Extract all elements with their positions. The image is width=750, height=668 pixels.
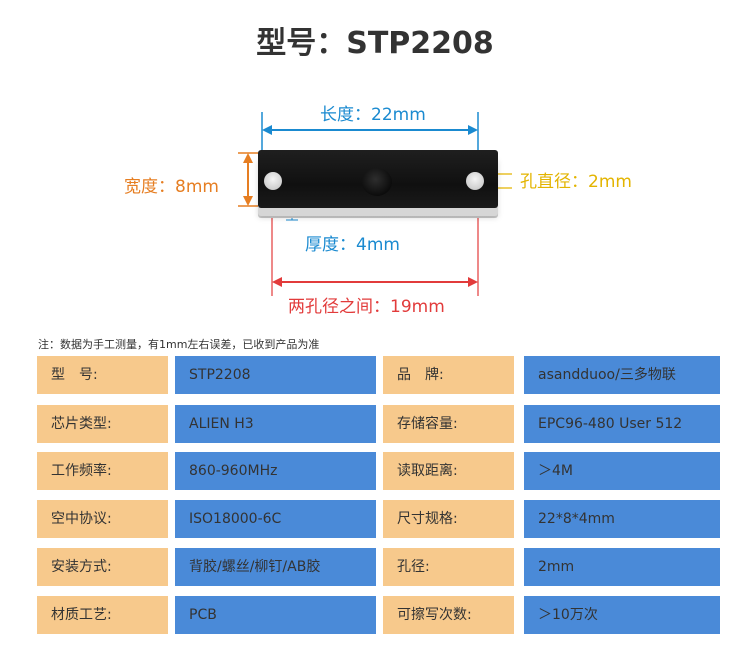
spec-value: PCB <box>175 596 376 634</box>
spec-key: 安装方式: <box>37 548 168 586</box>
mounting-hole-left <box>264 172 282 190</box>
hole-spacing-label: 两孔径之间：19mm <box>288 297 445 317</box>
spec-key: 工作频率: <box>37 452 168 490</box>
spec-value: STP2208 <box>175 356 376 394</box>
spec-key: 型 号: <box>37 356 168 394</box>
spec-key: 材质工艺: <box>37 596 168 634</box>
length-label: 长度：22mm <box>320 105 426 125</box>
spec-key: 可擦写次数: <box>383 596 514 634</box>
spec-key: 尺寸规格: <box>383 500 514 538</box>
measurement-note: 注：数据为手工测量，有1mm左右误差，已收到产品为准 <box>38 338 320 351</box>
spec-value: ISO18000-6C <box>175 500 376 538</box>
spec-value: 2mm <box>524 548 720 586</box>
spec-value: 860-960MHz <box>175 452 376 490</box>
spec-key: 孔径: <box>383 548 514 586</box>
spec-key: 空中协议: <box>37 500 168 538</box>
spec-key: 品 牌: <box>383 356 514 394</box>
spec-value: asandduoo/三多物联 <box>524 356 720 394</box>
spec-key: 读取距离: <box>383 452 514 490</box>
spec-value: 22*8*4mm <box>524 500 720 538</box>
chip-bump <box>362 168 392 196</box>
mounting-hole-right <box>466 172 484 190</box>
page-title: 型号：STP2208 <box>256 26 494 61</box>
width-label: 宽度：8mm <box>124 177 219 197</box>
spec-key: 芯片类型: <box>37 405 168 443</box>
product-diagram: 长度：22mm 宽度：8mm 孔直径：2mm 厚度：4mm 两孔径之间：19mm <box>0 0 750 330</box>
thickness-label: 厚度：4mm <box>305 235 400 255</box>
spec-value: EPC96-480 User 512 <box>524 405 720 443</box>
spec-value: ALIEN H3 <box>175 405 376 443</box>
spec-key: 存储容量: <box>383 405 514 443</box>
hole-diameter-label: 孔直径：2mm <box>520 172 632 192</box>
spec-value: ＞10万次 <box>524 596 720 634</box>
spec-value: 背胶/螺丝/柳钉/AB胶 <box>175 548 376 586</box>
spec-value: ＞4M <box>524 452 720 490</box>
